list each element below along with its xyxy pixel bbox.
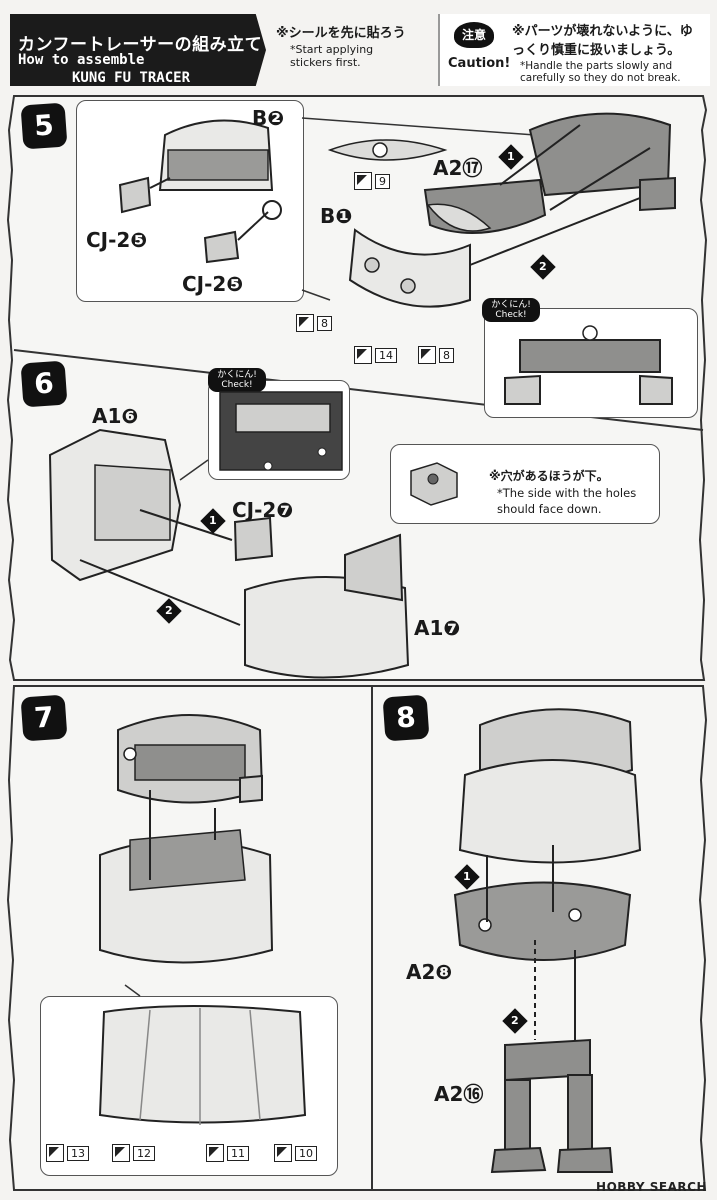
- step-6-check-illustration: [219, 391, 343, 471]
- step-7-sticker-11: 11: [206, 1144, 249, 1162]
- step-5-sticker-14: 14: [354, 346, 397, 364]
- caution-label: Caution!: [448, 56, 511, 71]
- step-6-parts: [48, 428, 410, 679]
- caution-box: 注意 Caution! ※パーツが壊れないように、ゆっくり慎重に扱いましょう。 …: [438, 14, 710, 86]
- step-6-label-cj: CJ-2❼: [232, 498, 294, 522]
- step-8-label-a2-mid: A2❽: [406, 960, 453, 984]
- sticker-note: ※シールを先に貼ろう *Start applying stickers firs…: [276, 22, 408, 69]
- caution-badge: 注意: [454, 22, 494, 48]
- caution-jp: ※パーツが壊れないように、ゆっくり慎重に扱いましょう。: [512, 24, 693, 58]
- step-5-label-b2: B❷: [252, 106, 285, 130]
- step-5-label-cj-b: CJ-2❺: [182, 272, 244, 296]
- watermark: HOBBY SEARCH: [596, 1180, 707, 1194]
- title-banner: [10, 14, 266, 86]
- step-6-check-pill: かくにん! Check!: [208, 368, 266, 392]
- step-5-b2-part: [118, 119, 282, 264]
- step-5-check-illustration: [504, 325, 673, 405]
- step-7-sticker-12: 12: [112, 1144, 155, 1162]
- step-6-label-a1-top: A1❻: [92, 404, 139, 428]
- step-5-label-cj-a: CJ-2❺: [86, 228, 148, 252]
- holes-note-en: *The side with the holes should face dow…: [497, 486, 637, 516]
- step-5-check-pill: かくにん! Check!: [482, 298, 540, 322]
- step-6-holes-note: ※穴があるほうが下。 *The side with the holes shou…: [390, 444, 660, 524]
- title-en-line1: How to assemble: [18, 52, 145, 68]
- step-5-label-a2: A2⑰: [433, 156, 483, 180]
- step-5-sticker-8b: 8: [418, 346, 454, 364]
- header: カンフートレーサーの組み立て How to assemble KUNG FU T…: [0, 0, 717, 92]
- step-6-label-a1-bottom: A1❼: [414, 616, 461, 640]
- holes-cube-icon: [410, 462, 458, 506]
- step-5-label-b1: B❶: [320, 204, 353, 228]
- step-7-sticker-13: 13: [46, 1144, 89, 1162]
- step-5-sticker-8a: 8: [296, 314, 332, 332]
- holes-note-jp: ※穴があるほうが下。: [489, 469, 609, 483]
- sticker-note-jp: ※シールを先に貼ろう: [276, 26, 406, 41]
- title-en-line2: KUNG FU TRACER: [72, 70, 191, 86]
- step-5-main-parts: [301, 112, 676, 308]
- title-jp: カンフートレーサーの組み立て: [18, 35, 263, 55]
- step-7-sticker-10: 10: [274, 1144, 317, 1162]
- caution-en: *Handle the parts slowly and carefully s…: [520, 60, 681, 84]
- sticker-note-en: *Start applying stickers first.: [290, 43, 374, 69]
- step-5-sticker-9: 9: [354, 172, 390, 190]
- step-8-label-a2-bottom: A2⑯: [434, 1082, 484, 1106]
